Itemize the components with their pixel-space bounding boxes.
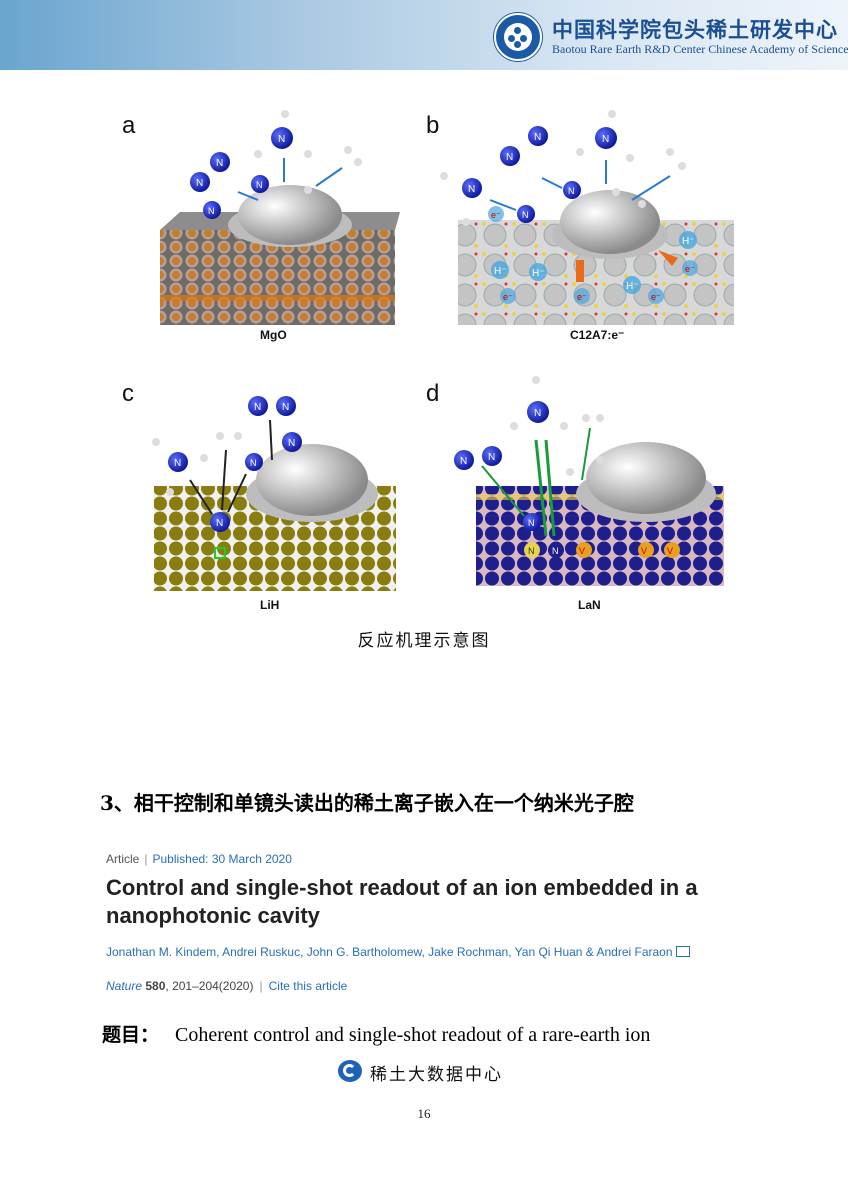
panel-letter-b: b	[426, 112, 439, 140]
svg-text:H⁻: H⁻	[626, 281, 639, 292]
svg-text:N: N	[506, 152, 513, 163]
published-date: Published: 30 March 2020	[152, 852, 291, 866]
svg-text:H⁻: H⁻	[494, 266, 507, 277]
svg-text:e⁻: e⁻	[577, 292, 587, 302]
journal-volume: 580	[145, 979, 165, 993]
svg-text:N: N	[256, 180, 263, 190]
c12a7-illustration: H⁻ H⁻ H⁻ H⁻ e⁻ e⁻ e⁻ e⁻ e⁻ N N N N N N	[420, 100, 740, 350]
svg-text:N: N	[534, 132, 541, 143]
panel-letter-c: c	[122, 380, 134, 408]
article-authors: Jonathan M. Kindem, Andrei Ruskuc, John …	[106, 945, 690, 959]
meta-divider: |	[144, 852, 147, 866]
svg-text:H⁻: H⁻	[682, 236, 695, 247]
figure-panel-a: a N N N N N MgO	[120, 100, 410, 350]
svg-text:N: N	[196, 178, 203, 189]
svg-text:e⁻: e⁻	[651, 292, 661, 302]
article-citation: Nature 580, 201–204(2020) | Cite this arti…	[106, 979, 347, 993]
article-type: Article	[106, 852, 139, 866]
journal-name: Nature	[106, 979, 142, 993]
topic-text: Coherent control and single-shot readout…	[175, 1024, 650, 1046]
svg-text:N: N	[216, 518, 223, 529]
svg-text:N: N	[488, 452, 495, 463]
svg-text:e⁻: e⁻	[491, 210, 501, 220]
svg-text:N: N	[568, 186, 575, 196]
svg-text:V: V	[579, 546, 585, 556]
svg-text:N: N	[250, 458, 257, 468]
svg-text:N: N	[468, 184, 475, 195]
svg-text:N: N	[528, 518, 535, 528]
figure-panel-c: c N N N N N N LiH	[120, 376, 410, 616]
mgo-illustration: N N N N N	[120, 100, 410, 350]
lan-illustration: N N N N N N V V V	[420, 376, 740, 616]
svg-text:N: N	[602, 134, 609, 145]
panel-letter-a: a	[122, 112, 135, 140]
org-name-en: Baotou Rare Earth R&D Center Chinese Aca…	[552, 42, 848, 57]
panel-label-mgo: MgO	[260, 328, 287, 342]
svg-text:N: N	[552, 546, 559, 556]
svg-text:N: N	[174, 458, 181, 469]
cite-link[interactable]: Cite this article	[269, 979, 348, 993]
svg-text:N: N	[208, 206, 215, 216]
org-name-cn: 中国科学院包头稀土研发中心	[552, 14, 838, 44]
svg-text:N: N	[528, 546, 535, 556]
authors-list[interactable]: Jonathan M. Kindem, Andrei Ruskuc, John …	[106, 945, 673, 959]
svg-text:H⁻: H⁻	[532, 268, 545, 279]
panel-label-c12a7: C12A7:e⁻	[570, 328, 624, 342]
svg-text:N: N	[282, 402, 289, 413]
svg-text:N: N	[288, 438, 295, 449]
svg-text:V: V	[641, 546, 647, 556]
svg-text:N: N	[522, 210, 529, 220]
article-title[interactable]: Control and single-shot readout of an io…	[106, 874, 766, 930]
panel-label-lan: LaN	[578, 598, 601, 612]
mail-icon[interactable]	[676, 946, 690, 957]
topic-line: 题目： Coherent control and single-shot read…	[102, 1020, 650, 1047]
svg-text:e⁻: e⁻	[685, 264, 695, 274]
svg-text:e⁻: e⁻	[503, 292, 513, 302]
lih-illustration: N N N N N N	[120, 376, 410, 616]
page-number: 16	[0, 1106, 848, 1122]
panel-label-lih: LiH	[260, 598, 279, 612]
svg-text:N: N	[254, 402, 261, 413]
topic-label: 题目：	[102, 1024, 159, 1046]
svg-text:N: N	[216, 158, 223, 169]
svg-text:N: N	[534, 408, 541, 419]
svg-text:N: N	[278, 134, 285, 145]
svg-text:N: N	[460, 456, 467, 467]
figure-caption: 反应机理示意图	[0, 626, 848, 651]
figure-panel-b: b H⁻ H⁻ H⁻ H⁻ e⁻ e⁻ e⁻ e⁻ e⁻ N N N N N N	[420, 100, 740, 350]
citation-divider: |	[259, 979, 262, 993]
article-meta: Article | Published: 30 March 2020	[106, 852, 292, 866]
rare-earth-data-logo-icon	[338, 1060, 362, 1082]
figure-panel-d: d N N N N N N V V V LaN	[420, 376, 740, 616]
journal-pages: , 201–204(2020)	[165, 979, 253, 993]
watermark-text: 稀土大数据中心	[370, 1060, 503, 1085]
section-heading: 3、相干控制和单镜头读出的稀土离子嵌入在一个纳米光子腔	[100, 787, 634, 816]
header-band: 中国科学院包头稀土研发中心 Baotou Rare Earth R&D Cent…	[0, 0, 848, 70]
panel-letter-d: d	[426, 380, 439, 408]
svg-text:V: V	[667, 546, 673, 556]
cas-seal-logo	[494, 13, 542, 61]
